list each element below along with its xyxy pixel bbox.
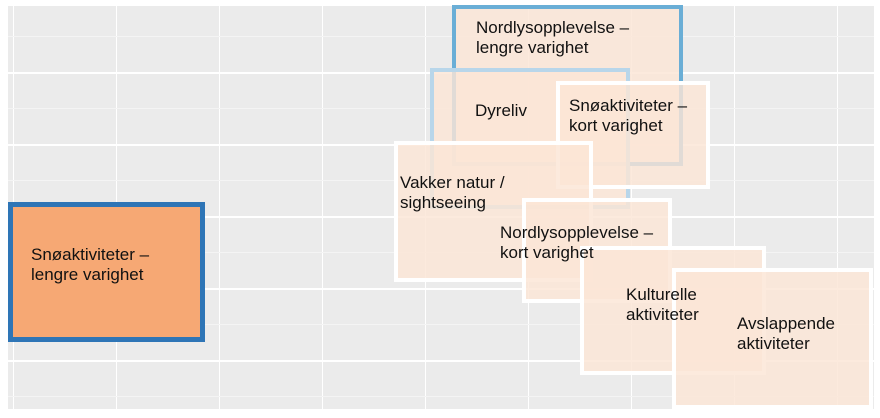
grid-line-vertical [734, 6, 735, 409]
grid-line-vertical [219, 6, 220, 409]
grid-line-vertical [322, 6, 323, 409]
category-label: Dyreliv [475, 101, 527, 121]
grid-line-vertical [837, 6, 838, 409]
grid-line-horizontal [8, 360, 874, 362]
category-label: Nordlysopplevelse –kort varighet [500, 223, 653, 263]
category-label: Snøaktiviteter –lengre varighet [31, 245, 149, 285]
grid-line-horizontal [8, 324, 874, 325]
label-line: kort varighet [500, 243, 594, 262]
label-line: sightseeing [400, 193, 487, 212]
label-line: aktiviteter [737, 334, 810, 353]
label-line: lengre varighet [476, 38, 589, 57]
label-line: Avslappende [737, 314, 835, 333]
label-line: Dyreliv [475, 101, 527, 120]
label-line: kort varighet [569, 116, 663, 135]
category-label: Snøaktiviteter –kort varighet [569, 96, 687, 136]
label-line: Nordlysopplevelse – [476, 18, 630, 37]
label-line: lengre varighet [31, 265, 144, 284]
label-line: aktiviteter [626, 305, 699, 324]
category-box [672, 268, 873, 409]
label-line: Vakker natur / [400, 173, 505, 192]
category-label: Vakker natur /sightseeing [400, 173, 505, 213]
category-box [8, 202, 205, 342]
category-label: Nordlysopplevelse –lengre varighet [476, 18, 629, 58]
grid-line-horizontal [8, 396, 874, 397]
grid-line-horizontal [8, 36, 874, 37]
label-line: Snøaktiviteter – [569, 96, 688, 115]
label-line: Kulturelle [626, 285, 697, 304]
label-line: Snøaktiviteter – [31, 245, 150, 264]
label-line: Nordlysopplevelse – [500, 223, 654, 242]
grid-line-horizontal [8, 288, 874, 290]
